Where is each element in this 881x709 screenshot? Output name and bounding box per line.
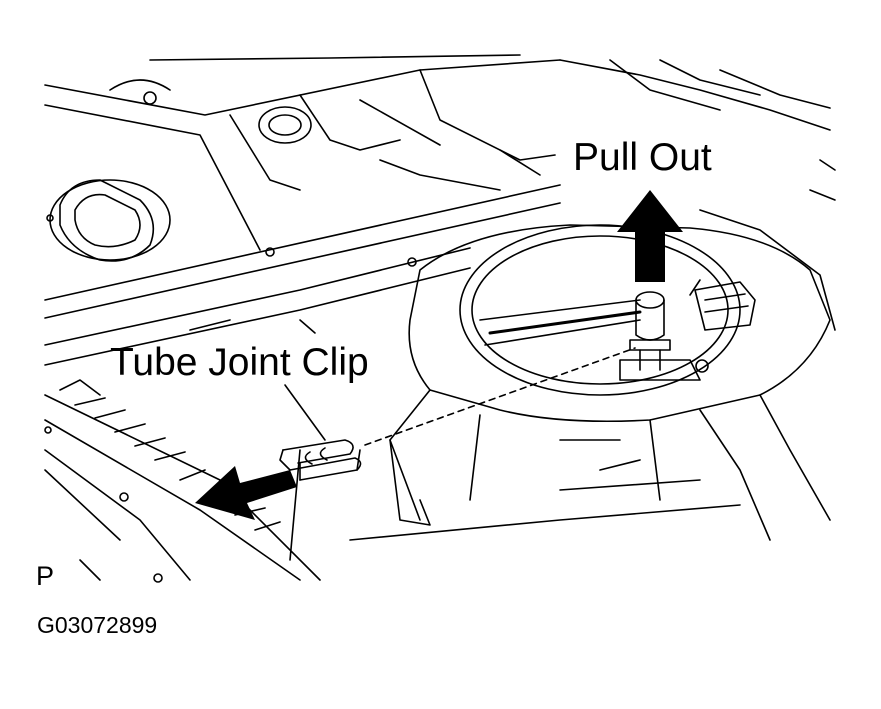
drawing-number-label: G03072899: [37, 612, 158, 638]
panel-detail: [559, 439, 641, 471]
panel-detail: [809, 159, 836, 201]
crossmember: [44, 184, 561, 366]
alignment-dashed-line: [364, 347, 636, 446]
clip-removal-arrow-icon: [195, 466, 297, 520]
fuel-pump-assembly: [479, 279, 756, 381]
view-code-label: P: [36, 561, 55, 591]
service-hole: [289, 209, 836, 561]
tube-joint-clip: [279, 439, 362, 481]
pull-out-label: Pull Out: [573, 136, 712, 179]
floor-panel: [44, 54, 831, 267]
pull-out-arrow-icon: [617, 190, 683, 282]
clip-leader-line: [284, 384, 326, 441]
tube-joint-clip-label: Tube Joint Clip: [110, 341, 369, 384]
